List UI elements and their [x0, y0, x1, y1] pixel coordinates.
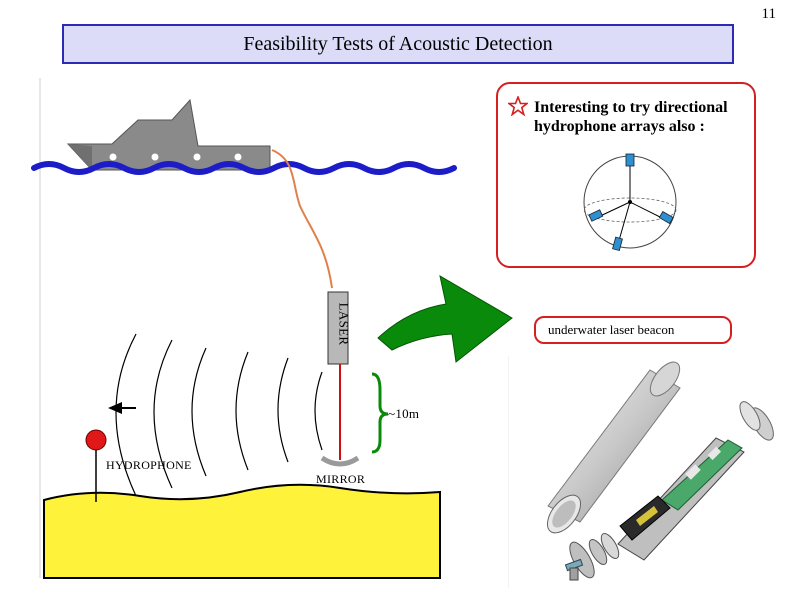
ship-icon — [66, 98, 271, 171]
beacon-end-cap — [739, 401, 774, 441]
propagation-arrowhead — [108, 402, 122, 414]
water-surface — [31, 161, 457, 175]
green-arrow-icon — [377, 274, 513, 363]
mirror — [320, 455, 360, 467]
page-number: 11 — [761, 6, 776, 22]
seabed — [43, 483, 441, 579]
hydrophone-label: HYDROPHONE — [106, 458, 192, 472]
hydrophone-array-sphere — [583, 153, 677, 252]
beacon-connector — [564, 533, 620, 581]
ship-portholes — [109, 153, 242, 161]
mirror-label: MIRROR — [316, 472, 366, 486]
hydrophone-buoy — [85, 429, 107, 451]
laser-cable — [271, 149, 333, 289]
beacon-label: underwater laser beacon — [534, 316, 732, 344]
beacon-housing-tube — [546, 361, 681, 534]
acoustic-waves — [115, 333, 323, 497]
laser-label: LASER — [336, 302, 352, 346]
title-box: Feasibility Tests of Acoustic Detection — [62, 24, 734, 64]
laser-beacon-illustration — [508, 356, 788, 588]
laser-housing — [327, 291, 349, 365]
star-bullet-icon — [508, 96, 528, 116]
slide-title: Feasibility Tests of Acoustic Detection — [243, 32, 553, 55]
hydrophone-array-callout: Interesting to try directional hydrophon… — [496, 82, 756, 268]
beacon-internal-assembly — [617, 437, 745, 561]
ship-bow — [68, 144, 92, 170]
callout-text: Interesting to try directional hydrophon… — [534, 99, 728, 135]
distance-brace — [371, 372, 389, 454]
distance-label: ~10m — [388, 406, 420, 421]
